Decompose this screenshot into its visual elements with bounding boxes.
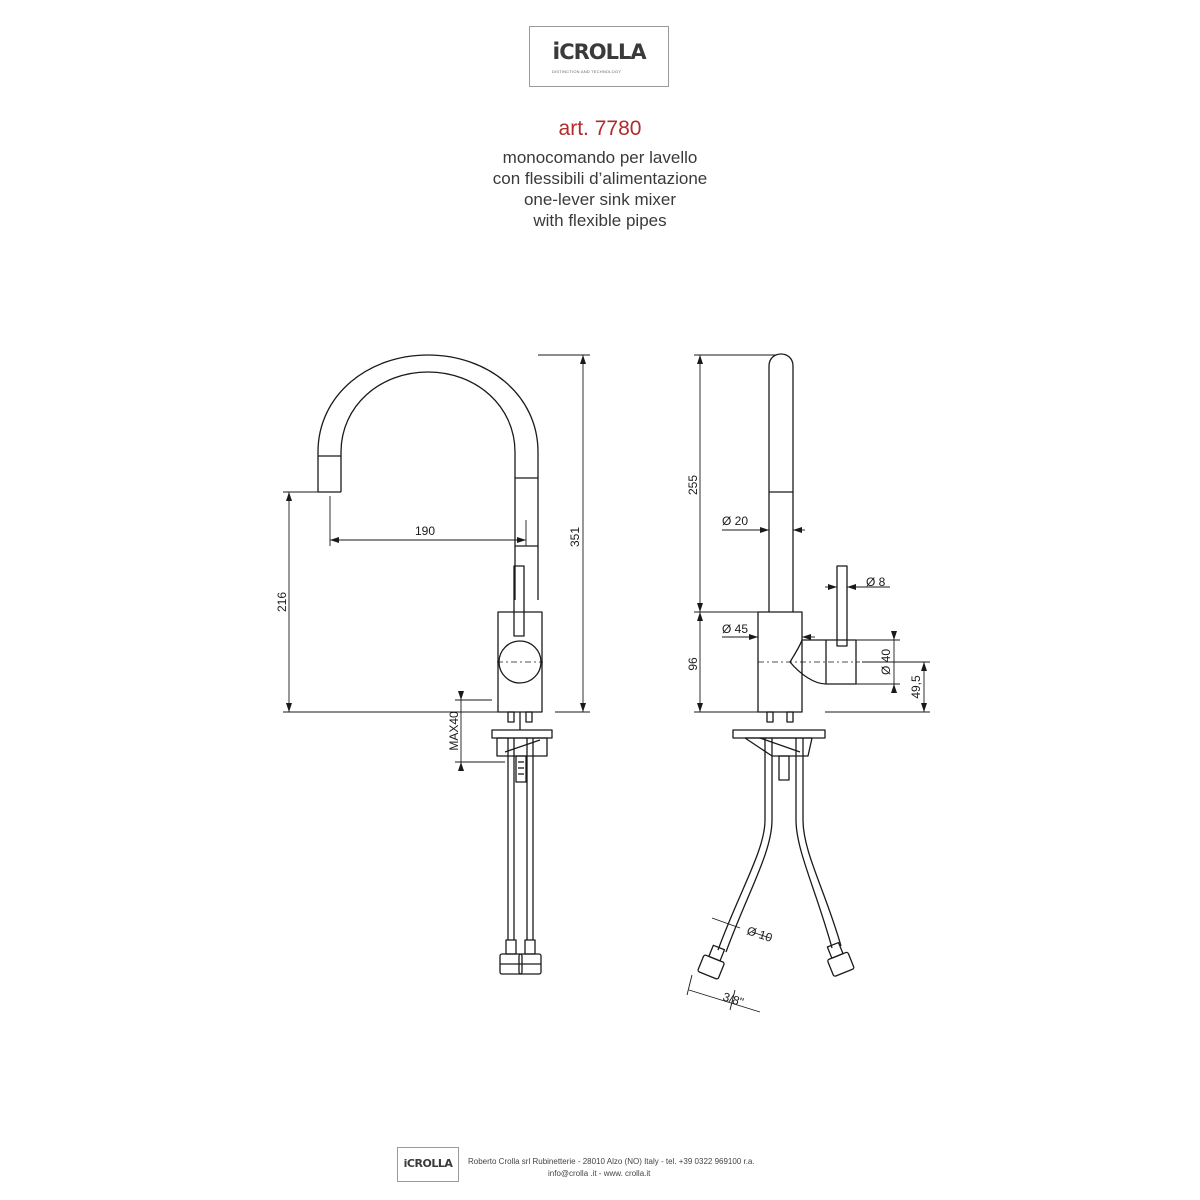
front-view-dimensions — [283, 354, 590, 767]
description-line: one-lever sink mixer — [523, 190, 677, 209]
dim-lever-diameter: Ø 8 — [866, 575, 886, 589]
description-line: with flexible pipes — [533, 211, 667, 230]
washer-detail — [759, 737, 801, 753]
dim-cartridge-diameter: Ø 40 — [879, 649, 893, 675]
stud — [786, 711, 794, 723]
dim-body-diameter: Ø 45 — [722, 622, 748, 636]
dim-lever-axis-height: 49,5 — [909, 675, 923, 699]
dim-outlet-height: 216 — [275, 592, 289, 612]
fixing-nut — [778, 755, 790, 781]
footer-brand-initial: i — [403, 1157, 408, 1170]
side-view — [697, 353, 860, 980]
dim-hose-diameter: Ø 10 — [745, 924, 774, 945]
dim-spout-diameter: Ø 20 — [722, 514, 748, 528]
lever-stem — [836, 565, 848, 647]
hose-nut-right — [826, 941, 855, 977]
stud — [507, 711, 515, 723]
mounting-washer — [744, 737, 813, 757]
article-title: art. 7780 — [0, 117, 1200, 141]
footer-contacts: info@crolla .it - www. crolla.it — [548, 1169, 651, 1178]
spout-outline — [317, 354, 539, 600]
washer-detail — [504, 739, 541, 753]
dimension-arrows — [286, 355, 927, 771]
dim-max-deck: MAX40 — [447, 711, 461, 751]
dim-hose-connection: 3/8" — [721, 990, 745, 1010]
flexible-hoses-diverging — [717, 738, 842, 953]
description-line: monocomando per lavello — [502, 148, 698, 167]
description-line: con flessibili d’alimentazione — [492, 169, 708, 188]
article-number: 7780 — [594, 117, 642, 140]
hose-nut-left — [697, 944, 726, 980]
fixing-nut — [515, 755, 527, 783]
brand-tagline: DISTINCTION AND TECHNOLOGY — [552, 69, 622, 74]
brand-logo: iCROLLA DISTINCTION AND TECHNOLOGY — [529, 26, 669, 87]
dim-spout-reach: 190 — [415, 524, 435, 538]
mounting-plate — [491, 729, 553, 739]
hose-fitting — [505, 939, 517, 955]
flexible-hoses — [507, 738, 534, 940]
brand-initial: i — [552, 39, 560, 65]
stud — [766, 711, 774, 723]
mounting-plate — [732, 729, 826, 739]
dim-spout-height: 255 — [686, 475, 700, 495]
stud — [525, 711, 533, 723]
footer-brand-name: CROLLA — [406, 1157, 453, 1170]
brand-name: CROLLA — [559, 40, 646, 64]
footer-logo: iCROLLA — [397, 1147, 459, 1182]
footer-address: Roberto Crolla srl Rubinetterie - 28010 … — [468, 1157, 755, 1166]
side-view-dimensions — [686, 354, 930, 1013]
dim-total-height: 351 — [568, 527, 582, 547]
front-view — [317, 354, 553, 975]
lever-handle — [513, 565, 525, 637]
dim-body-height: 96 — [686, 657, 700, 671]
spout-tube — [768, 353, 794, 612]
hose-fitting — [524, 939, 536, 955]
article-label: art. — [558, 117, 589, 140]
